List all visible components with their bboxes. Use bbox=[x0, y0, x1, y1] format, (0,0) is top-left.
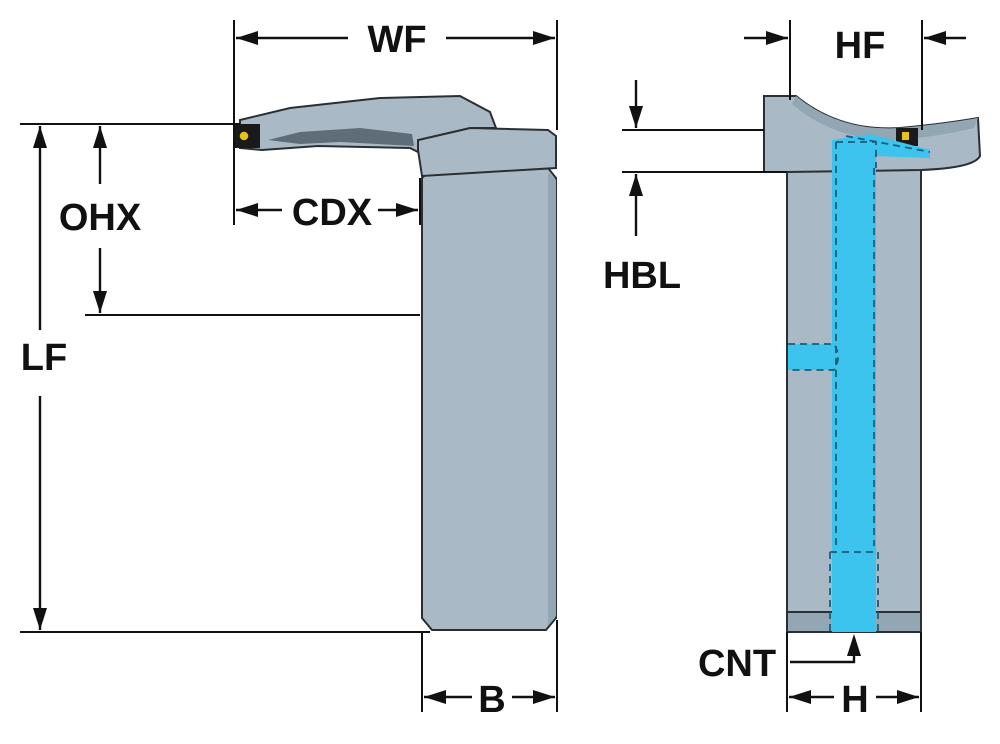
dimension-lf: LF bbox=[21, 126, 67, 630]
insert-screw bbox=[238, 130, 250, 142]
side-blade-slot bbox=[268, 128, 414, 146]
coolant-channel-top bbox=[832, 134, 930, 170]
label-b: B bbox=[478, 679, 505, 721]
dimension-ohx: OHX bbox=[59, 126, 142, 313]
side-shank bbox=[421, 167, 557, 631]
dimension-cnt: CNT bbox=[698, 634, 861, 685]
label-hf: HF bbox=[835, 25, 886, 67]
dimension-b: B bbox=[424, 679, 555, 721]
side-extension-lines bbox=[20, 20, 558, 712]
front-view bbox=[763, 95, 982, 633]
label-h: H bbox=[841, 679, 868, 721]
coolant-side-port bbox=[788, 344, 834, 370]
front-head-curve bbox=[792, 96, 978, 141]
dimension-wf: WF bbox=[236, 19, 555, 61]
label-lf: LF bbox=[21, 337, 67, 379]
coolant-channel bbox=[832, 140, 876, 632]
dimension-h: H bbox=[789, 679, 919, 721]
front-insert-screw bbox=[902, 132, 909, 140]
label-wf: WF bbox=[367, 19, 426, 61]
side-shank-shade bbox=[548, 172, 556, 626]
side-view bbox=[234, 94, 557, 631]
label-ohx: OHX bbox=[59, 197, 142, 239]
label-hbl: HBL bbox=[603, 255, 681, 297]
label-cdx: CDX bbox=[292, 192, 373, 234]
front-extension-lines bbox=[622, 20, 923, 712]
dimension-hbl: HBL bbox=[603, 80, 681, 297]
dimension-cdx: CDX bbox=[236, 192, 418, 234]
dimension-hf: HF bbox=[744, 25, 966, 67]
label-cnt: CNT bbox=[698, 643, 776, 685]
